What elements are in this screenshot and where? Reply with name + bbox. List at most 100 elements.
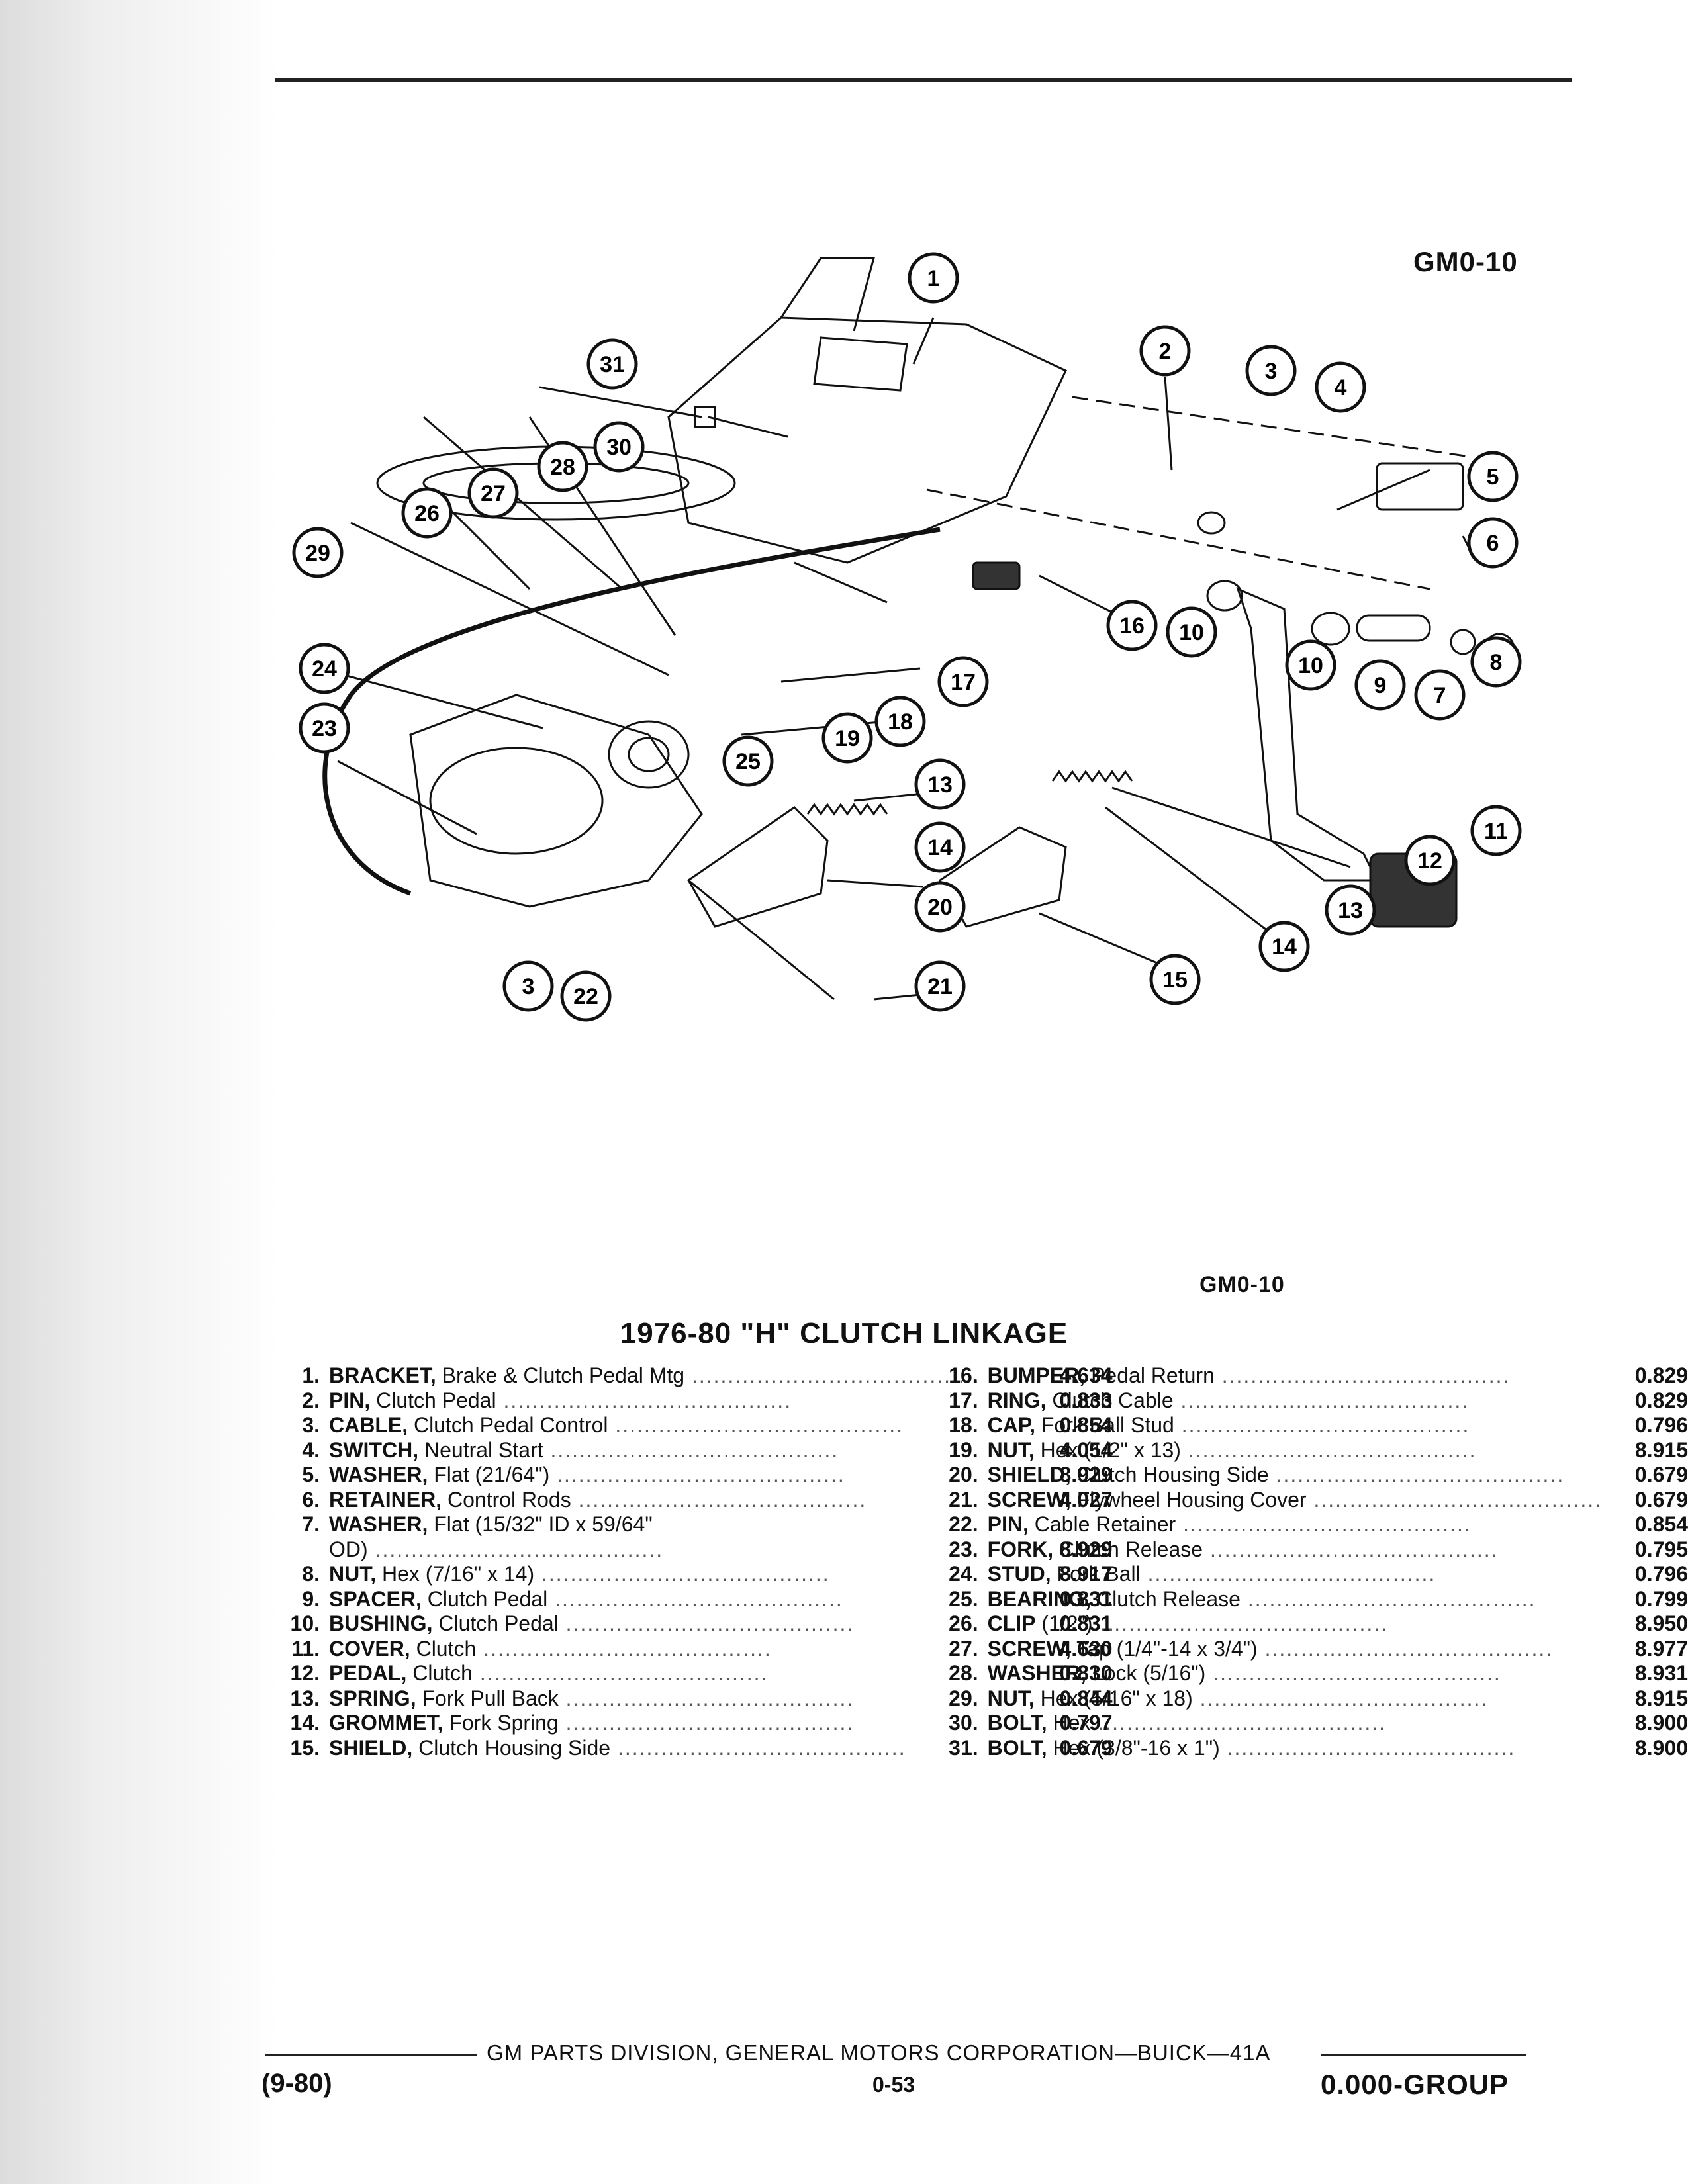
parts-row: 24. STUD, Fork Ball .....................…	[940, 1562, 1688, 1587]
leader-dots: ........................................	[1214, 1363, 1511, 1387]
part-name: FORK,	[987, 1537, 1054, 1561]
part-number: 27.	[949, 1636, 978, 1661]
parts-row: 4.SWITCH, Neutral Start ................…	[261, 1437, 1112, 1463]
clutch-housing	[409, 694, 703, 908]
svg-text:9: 9	[1374, 673, 1387, 698]
part-detail: Lock (5/16")	[1092, 1661, 1206, 1685]
svg-text:15: 15	[1162, 968, 1188, 993]
fork-spring-left	[806, 803, 888, 816]
part-detail: Pedal Return	[1091, 1363, 1215, 1387]
part-detail: Clutch Release	[1096, 1586, 1241, 1611]
part-name: SWITCH,	[329, 1437, 419, 1462]
part-detail: Flat (15/32" ID x 59/64"	[434, 1512, 653, 1536]
part-group-code: 0.854	[1059, 1413, 1113, 1437]
svg-text:1: 1	[927, 266, 940, 291]
leader-dots: ........................................	[367, 1537, 664, 1561]
part-description: GROMMET, Fork Spring ...................…	[329, 1711, 980, 1736]
part-number: 23.	[949, 1537, 978, 1561]
part-description: CLIP (1/2") ............................…	[988, 1612, 1602, 1637]
part-group-code: 0.679	[1634, 1463, 1688, 1486]
parts-row: 28.WASHER, Lock (5/16") ................…	[940, 1661, 1688, 1686]
part-number: 29.	[949, 1686, 978, 1710]
svg-text:25: 25	[735, 749, 761, 774]
part-group-code: 0.854	[1634, 1512, 1688, 1536]
part-group-code: 0.844	[1059, 1686, 1113, 1710]
svg-text:16: 16	[1119, 614, 1145, 639]
part-group-code: 0.831	[1059, 1612, 1113, 1635]
part-number: 4.	[302, 1437, 320, 1462]
part-number: 20.	[949, 1463, 978, 1486]
svg-text:5: 5	[1487, 465, 1499, 490]
part-name: WASHER,	[329, 1463, 428, 1486]
parts-list-title: 1976-80 "H" CLUTCH LINKAGE	[620, 1317, 1068, 1349]
part-number: 24.	[949, 1562, 978, 1586]
parts-row: 27.SCREW, Tap (1/4"-14 x 3/4") .........…	[940, 1637, 1688, 1662]
footer-corporation: GM PARTS DIVISION, GENERAL MOTORS CORPOR…	[487, 2040, 1271, 2065]
svg-text:2: 2	[1159, 339, 1172, 364]
parts-row: 14.GROMMET, Fork Spring ................…	[261, 1711, 1113, 1736]
footer-rule-right	[1321, 2054, 1526, 2056]
parts-row: 25.BEARING, Clutch Release .............…	[940, 1587, 1688, 1612]
callout-23: 23	[299, 702, 350, 754]
part-number: 21.	[949, 1487, 978, 1512]
release-bearing	[608, 720, 690, 789]
part-name: CABLE,	[329, 1413, 408, 1437]
footer-page-number: 0-53	[872, 2073, 915, 2097]
part-group-code: 0.829	[1634, 1363, 1688, 1387]
part-description: CAP, Fork Ball Stud ....................…	[988, 1413, 1602, 1438]
part-description: STUD, Fork Ball ........................…	[988, 1562, 1602, 1587]
part-group-code: 4.630	[1059, 1636, 1113, 1661]
svg-text:23: 23	[312, 716, 337, 741]
part-detail: Clutch	[416, 1636, 477, 1661]
parts-row: 7.WASHER, Flat (15/32" ID x 59/64"	[261, 1512, 1113, 1537]
part-description: PIN, Clutch Pedal ......................…	[329, 1388, 980, 1414]
callout-31: 31	[586, 338, 638, 390]
part-detail: Clutch Pedal	[376, 1388, 496, 1412]
leader-dots: ........................................	[1180, 1437, 1477, 1462]
svg-text:12: 12	[1417, 848, 1442, 874]
part-name: BRACKET,	[329, 1363, 436, 1387]
part-name: SHIELD,	[329, 1735, 413, 1760]
leader-dots: ........................................	[558, 1612, 855, 1635]
leader-dots: ........................................	[1092, 1612, 1389, 1635]
callout-8: 8	[1470, 636, 1522, 688]
part-detail: Flat (21/64")	[434, 1463, 550, 1486]
part-name: PEDAL,	[329, 1661, 407, 1685]
callout-14-right: 14	[1258, 921, 1310, 972]
callout-15: 15	[1149, 954, 1201, 1005]
parts-row: OD) ....................................…	[261, 1537, 1113, 1563]
svg-text:10: 10	[1298, 653, 1323, 678]
leader-dots: ........................................	[610, 1735, 906, 1760]
leader-dots: ........................................	[1090, 1711, 1386, 1735]
part-number: 7.	[302, 1512, 320, 1536]
leader-dots: ........................................	[1140, 1562, 1436, 1586]
svg-text:6: 6	[1487, 531, 1499, 556]
part-detail: Clutch Pedal Control	[414, 1413, 608, 1437]
part-detail: Fork Ball Stud	[1041, 1413, 1174, 1437]
parts-row: 5.WASHER, Flat (21/64") ................…	[261, 1463, 1112, 1488]
part-detail: Clutch Pedal	[438, 1612, 559, 1635]
part-detail: Brake & Clutch Pedal Mtg	[442, 1363, 685, 1387]
svg-text:20: 20	[927, 895, 953, 920]
svg-text:30: 30	[606, 435, 632, 460]
part-description: BOLT, Hex ..............................…	[988, 1711, 1602, 1736]
figure-code-mid: GM0-10	[1199, 1272, 1285, 1297]
part-name: BOLT,	[987, 1711, 1047, 1735]
callout-3-bottom: 3	[502, 960, 554, 1012]
parts-row: 2.PIN, Clutch Pedal ....................…	[261, 1388, 1112, 1414]
part-detail: Neutral Start	[424, 1437, 543, 1462]
leader-dots: ........................................	[472, 1661, 769, 1685]
part-number: 3.	[302, 1413, 320, 1437]
callout-14-left: 14	[914, 821, 966, 873]
svg-text:27: 27	[481, 481, 506, 506]
part-name: BEARING,	[987, 1586, 1092, 1611]
part-name: RING,	[987, 1388, 1047, 1412]
shield-left	[687, 806, 829, 928]
part-description: NUT, Hex (1/2" x 13) ...................…	[988, 1438, 1602, 1463]
callout-7: 7	[1414, 669, 1466, 721]
part-name: SPACER,	[329, 1586, 422, 1611]
svg-text:28: 28	[550, 455, 575, 480]
part-description: BUMPER, Pedal Return ...................…	[988, 1363, 1602, 1388]
callout-1: 1	[908, 252, 959, 304]
part-name: RETAINER,	[329, 1487, 442, 1512]
